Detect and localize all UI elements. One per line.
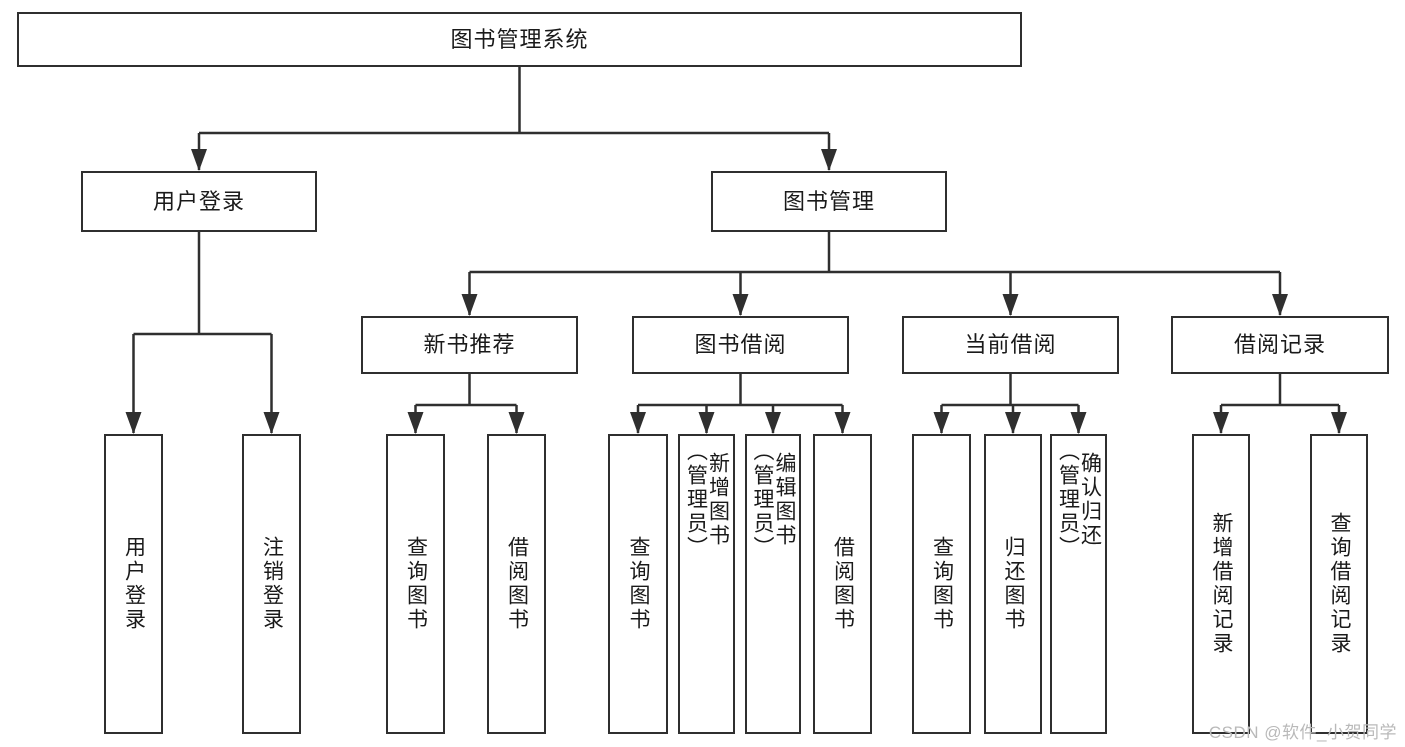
node-label: 归还图书 <box>1002 536 1026 632</box>
node-label: 确认归还 （管理员） <box>1056 440 1102 560</box>
node-root[interactable]: 图书管理系统 <box>17 12 1022 67</box>
node-borrow[interactable]: 图书借阅 <box>632 316 849 374</box>
node-current[interactable]: 当前借阅 <box>902 316 1119 374</box>
node-l-cu-conf[interactable]: 确认归还 （管理员） <box>1050 434 1107 734</box>
arrow-head <box>1272 294 1288 316</box>
arrow-head <box>508 412 525 434</box>
node-l-bo-edit[interactable]: 编辑图书 （管理员） <box>745 434 801 734</box>
node-l-re-add[interactable]: 新增借阅记录 <box>1192 434 1250 734</box>
node-login[interactable]: 用户登录 <box>81 171 317 232</box>
node-label: 查询借阅记录 <box>1328 512 1352 656</box>
node-l-bo-lend[interactable]: 借阅图书 <box>813 434 872 734</box>
node-label: 新增借阅记录 <box>1210 512 1234 656</box>
node-label: 注销登录 <box>260 536 284 632</box>
node-label: 查询图书 <box>627 536 651 632</box>
node-label: 新书推荐 <box>423 332 516 358</box>
node-l-nb-borrow[interactable]: 借阅图书 <box>487 434 546 734</box>
arrow-head <box>191 149 207 171</box>
arrow-head <box>933 412 950 434</box>
arrow-head <box>263 412 280 434</box>
node-l-cu-return[interactable]: 归还图书 <box>984 434 1042 734</box>
node-label: 用户登录 <box>122 536 146 632</box>
arrow-head <box>1331 412 1347 434</box>
node-l-logout[interactable]: 注销登录 <box>242 434 301 734</box>
arrow-head <box>407 412 424 434</box>
arrow-head <box>1005 412 1021 434</box>
node-l-nb-query[interactable]: 查询图书 <box>386 434 445 734</box>
watermark: CSDN @软件_小贺同学 <box>1208 723 1397 742</box>
node-l-bo-query[interactable]: 查询图书 <box>608 434 668 734</box>
arrow-head <box>1070 412 1087 434</box>
node-l-login[interactable]: 用户登录 <box>104 434 163 734</box>
arrow-head <box>732 294 749 316</box>
node-label: 图书管理 <box>782 188 875 214</box>
node-label: 借阅记录 <box>1233 332 1326 358</box>
node-l-cu-query[interactable]: 查询图书 <box>912 434 971 734</box>
node-l-re-query[interactable]: 查询借阅记录 <box>1310 434 1368 734</box>
arrow-head <box>125 412 142 434</box>
node-label: 当前借阅 <box>964 332 1057 358</box>
arrow-head <box>765 412 781 434</box>
node-bookmgmt[interactable]: 图书管理 <box>711 171 947 232</box>
node-records[interactable]: 借阅记录 <box>1171 316 1389 374</box>
node-label: 借阅图书 <box>505 536 529 632</box>
node-label: 图书借阅 <box>694 332 787 358</box>
arrow-head <box>461 294 478 316</box>
node-newbook[interactable]: 新书推荐 <box>361 316 578 374</box>
node-label: 用户登录 <box>152 188 245 214</box>
arrow-head <box>698 412 715 434</box>
node-label: 图书管理系统 <box>450 26 589 52</box>
arrow-head <box>821 149 837 171</box>
arrow-head <box>1213 412 1229 434</box>
node-label: 借阅图书 <box>831 536 855 632</box>
node-label: 新增图书 （管理员） <box>684 440 730 560</box>
node-label: 编辑图书 （管理员） <box>751 440 797 560</box>
node-label: 查询图书 <box>930 536 954 632</box>
node-l-bo-add[interactable]: 新增图书 （管理员） <box>678 434 735 734</box>
arrow-head <box>630 412 646 434</box>
arrow-head <box>1002 294 1019 316</box>
arrow-head <box>834 412 851 434</box>
node-label: 查询图书 <box>404 536 428 632</box>
